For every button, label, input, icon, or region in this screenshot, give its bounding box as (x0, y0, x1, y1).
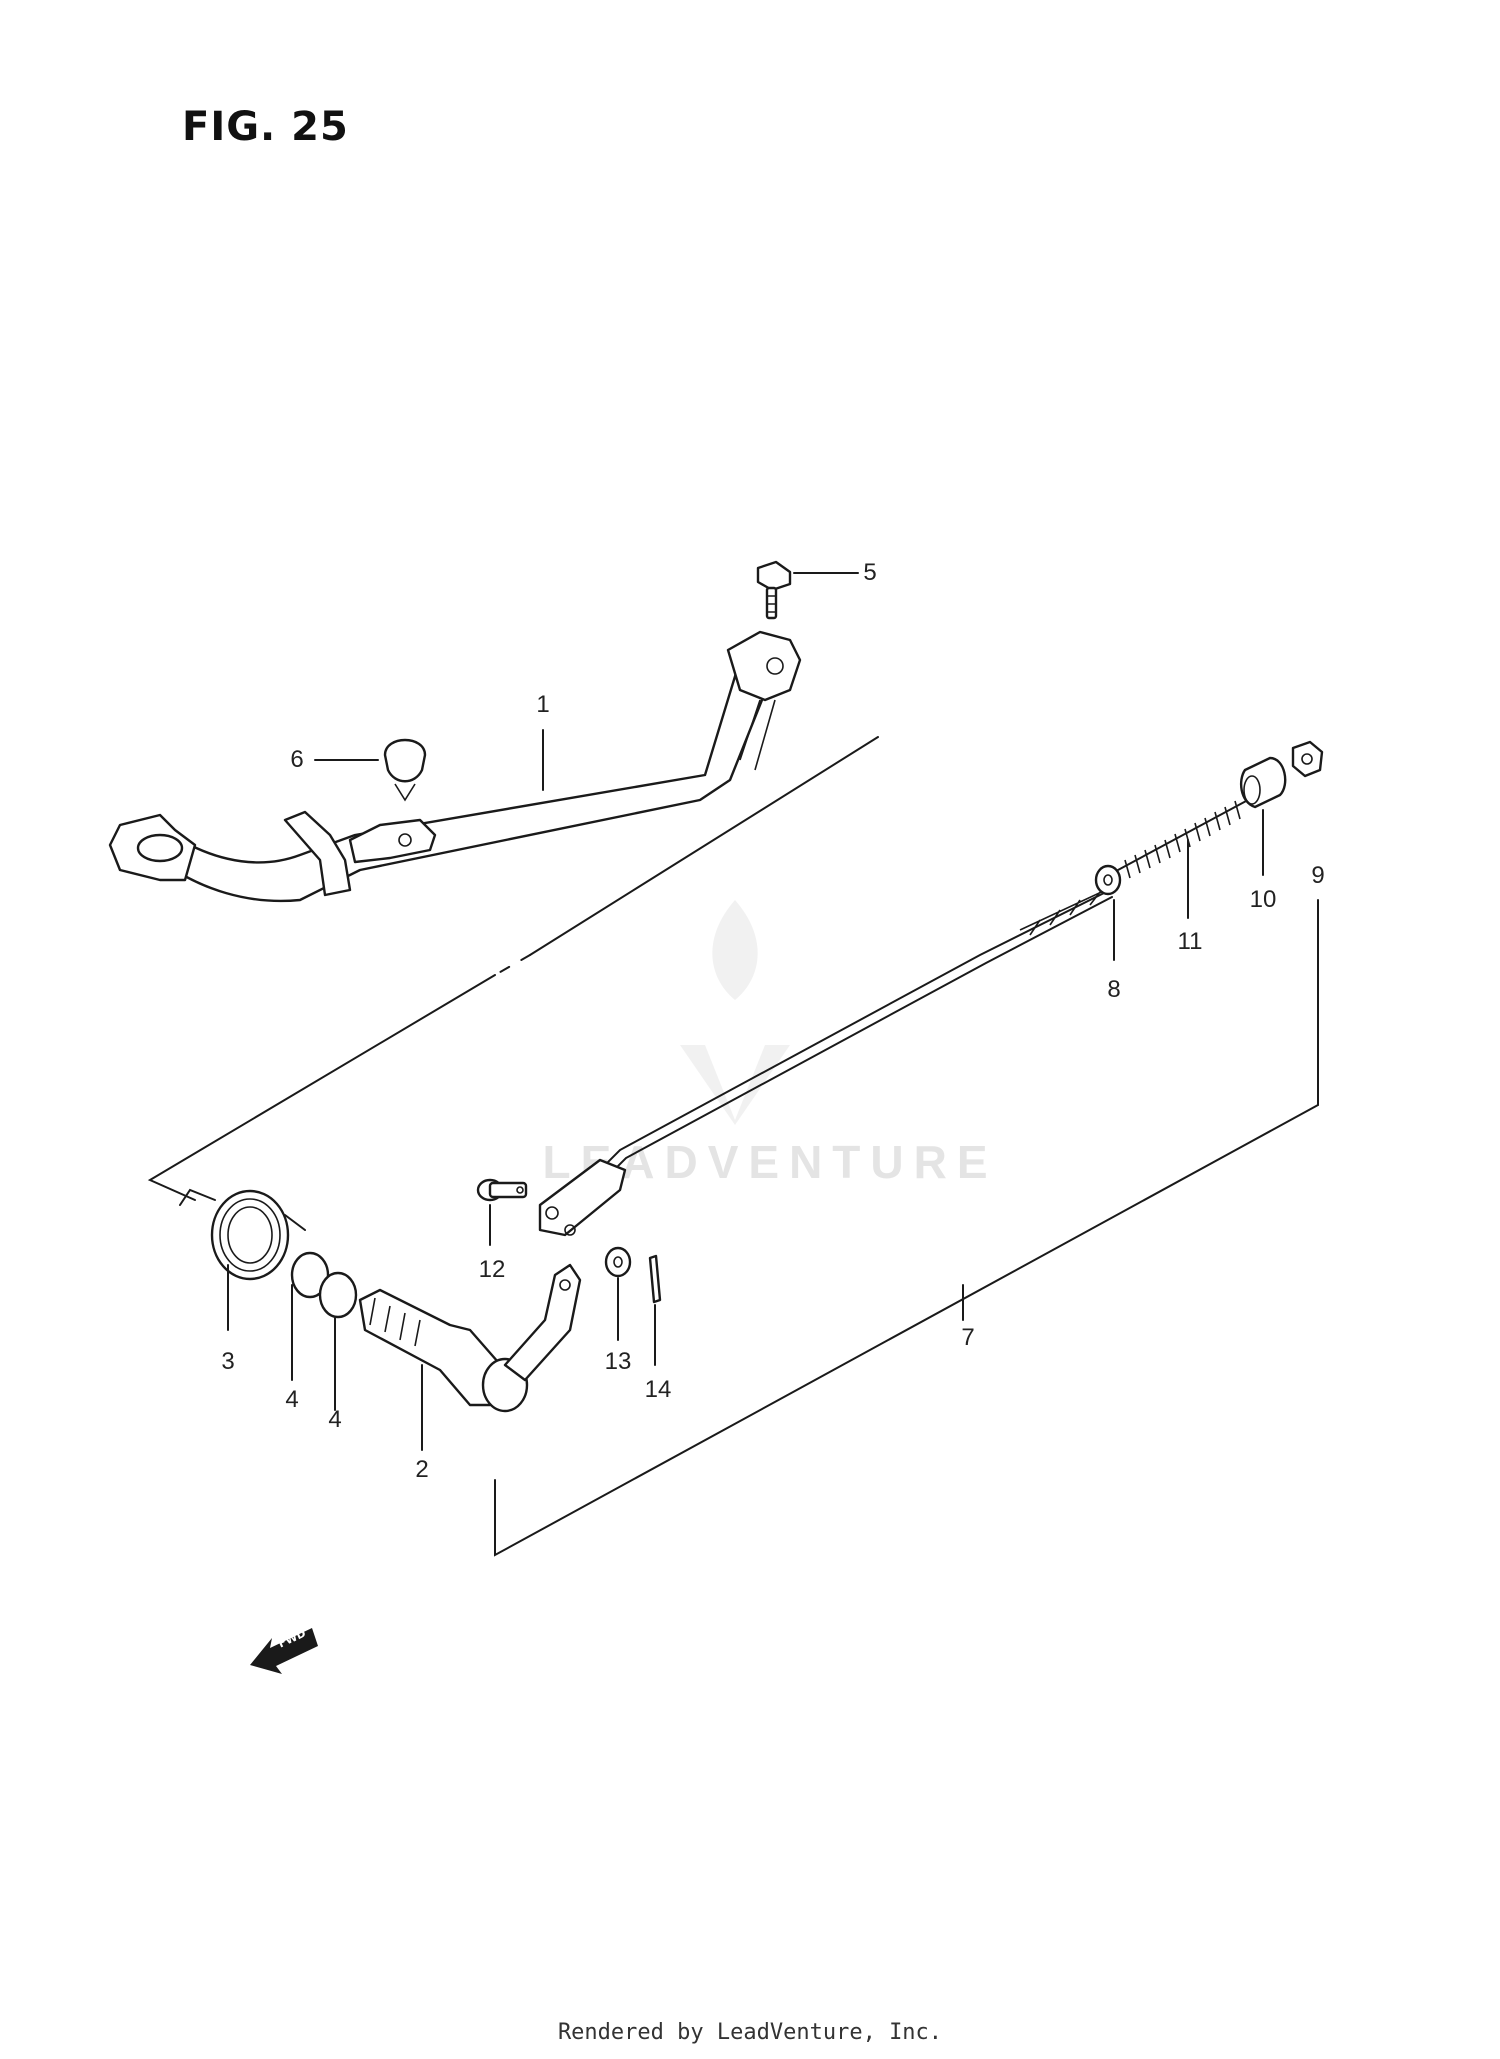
washer-part-13[interactable] (604, 1246, 632, 1278)
callout-13: 13 (604, 1348, 632, 1375)
nut-part-9[interactable] (1291, 740, 1324, 778)
brake-shaft-part-2[interactable] (358, 1263, 582, 1413)
callout-11: 11 (1177, 928, 1203, 955)
leader-lines (227, 572, 1264, 1451)
spring-part-11[interactable] (1117, 799, 1249, 879)
callout-1: 1 (536, 691, 550, 718)
callout-10: 10 (1249, 886, 1277, 913)
footer-credit: Rendered by LeadVenture, Inc. (557, 2020, 943, 2045)
bolt-part-5[interactable] (756, 560, 792, 620)
callout-9: 9 (1311, 862, 1325, 889)
callout-12: 12 (478, 1256, 506, 1283)
assembly-bracket-lines (147, 736, 1319, 1557)
watermark-logo-icon (680, 900, 790, 1125)
callout-5: 5 (863, 559, 877, 586)
o-ring-part-4a[interactable] (290, 1251, 330, 1299)
cotter-pin-part-14[interactable] (648, 1254, 662, 1304)
callout-6: 6 (290, 746, 304, 773)
callout-7: 7 (961, 1324, 975, 1351)
brake-rod-part-7[interactable] (538, 887, 1113, 1237)
callout-4a: 4 (285, 1386, 299, 1413)
return-spring-part-3[interactable] (179, 1188, 306, 1281)
callout-8: 8 (1107, 976, 1121, 1003)
washer-part-8[interactable] (1094, 864, 1122, 896)
callout-2: 2 (415, 1456, 429, 1483)
callout-4b: 4 (328, 1406, 342, 1433)
joint-part-10[interactable] (1239, 756, 1287, 809)
brake-pedal-part-1[interactable] (108, 630, 802, 903)
clevis-pin-part-12[interactable] (476, 1178, 528, 1202)
fwd-arrow-icon (250, 1628, 318, 1674)
figure-title: FIG. 25 (182, 104, 349, 150)
stopper-part-6[interactable] (383, 738, 427, 802)
callout-14: 14 (644, 1376, 672, 1403)
o-ring-part-4b[interactable] (318, 1271, 358, 1319)
callout-3: 3 (221, 1348, 235, 1375)
